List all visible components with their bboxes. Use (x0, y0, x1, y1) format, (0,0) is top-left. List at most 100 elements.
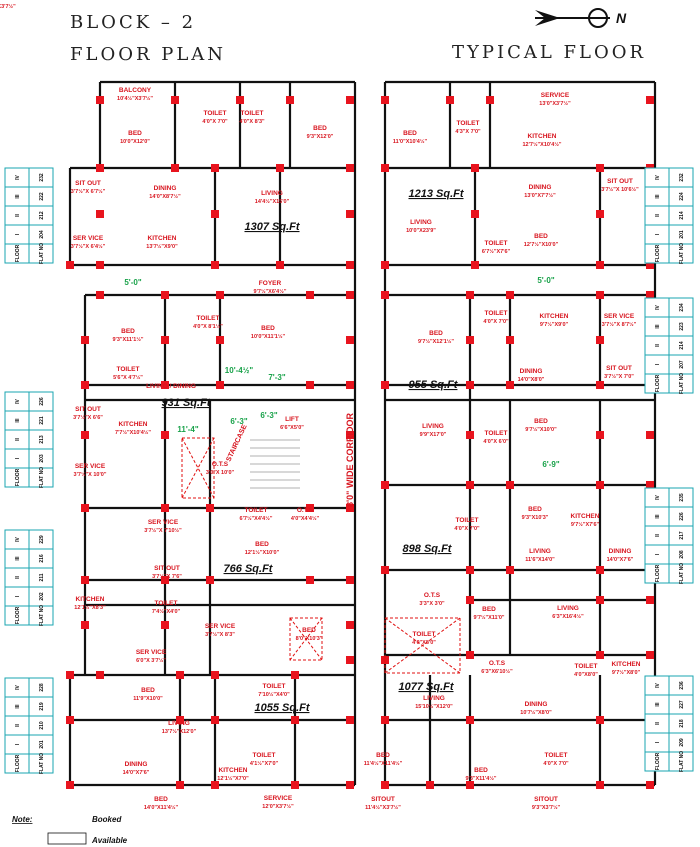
flat-table-cell: II (15, 214, 21, 217)
column-marker (96, 210, 104, 218)
room-dimension: 9'3"X11'4½" (465, 775, 496, 782)
column-marker (211, 210, 219, 218)
column-marker (596, 210, 604, 218)
flat-table-cell: 207 (679, 360, 685, 369)
flat-table-cell: IV (15, 536, 21, 541)
room-name: SER VICE (205, 623, 236, 630)
column-marker (96, 291, 104, 299)
room-dimension: 3'7½"X 8'3" (205, 631, 235, 638)
room-dimension: 5'6"X 4'7½" (113, 374, 143, 381)
flat-table-cell: III (15, 418, 21, 423)
room-name: TOILET (485, 430, 508, 437)
column-marker (596, 481, 604, 489)
column-marker (306, 576, 314, 584)
room-name: SIT OUT (606, 365, 632, 372)
column-marker (381, 96, 389, 104)
room-name: BED (534, 233, 548, 240)
unit-area: 1055 Sq.Ft (254, 702, 310, 714)
room-dimension: 4'0"X 7'0" (454, 526, 480, 532)
column-marker (161, 504, 169, 512)
room-name: DINING (525, 701, 548, 708)
flat-table-cell: I (655, 741, 661, 743)
room-name: SERVICE (541, 92, 570, 99)
flat-table-cell: FLOOR (15, 244, 21, 262)
flat-table-cell: FLOOR (655, 244, 661, 262)
column-marker (646, 96, 654, 104)
column-marker (646, 291, 654, 299)
room-name: BED (429, 330, 443, 337)
flat-table-cell: FLAT NO (679, 243, 685, 264)
flat-table-cell: IV (15, 398, 21, 403)
north-label: N (616, 10, 627, 26)
room-name: SER VICE (136, 649, 167, 656)
column-marker (286, 96, 294, 104)
column-marker (66, 261, 74, 269)
room-name: BALCONY (119, 87, 152, 94)
room-dimension: 9'7½"X6'4½" (254, 288, 287, 295)
flat-table-cell: III (655, 194, 661, 199)
column-marker (646, 431, 654, 439)
dimension-label: 6'-9" (542, 460, 559, 469)
column-marker (506, 481, 514, 489)
column-marker (96, 164, 104, 172)
column-marker (646, 481, 654, 489)
flat-table-cell: 209 (679, 738, 685, 747)
room-dimension: 10'4½"X3'7½" (117, 95, 153, 102)
room-name: KITCHEN (528, 133, 557, 140)
room-name: TOILET (155, 600, 178, 607)
flat-table-cell: 228 (39, 683, 45, 692)
flat-table-cell: 232 (679, 173, 685, 182)
staircase-label: STAIRCASE (225, 423, 248, 462)
room-dimension: 4'0"X8'0" (412, 640, 436, 646)
room-name: BED (261, 325, 275, 332)
dimension-label: 5'-0" (124, 278, 141, 287)
flat-table-cell: II (655, 214, 661, 217)
column-marker (426, 781, 434, 789)
column-marker (66, 671, 74, 679)
dimension-label: 6'-3" (260, 411, 277, 420)
room-dimension: 9'7½"X12'1½" (418, 338, 454, 345)
flat-table-cell: FLAT NO (679, 373, 685, 394)
room-dimension: 14'0"X7'6" (607, 557, 634, 563)
column-marker (596, 261, 604, 269)
room-name: SERVICE (264, 795, 293, 802)
columns (66, 96, 654, 789)
flat-table-cell: III (655, 324, 661, 329)
flat-table-cell: 216 (39, 554, 45, 563)
block-title: BLOCK – 2 (70, 12, 197, 33)
room-dimension: 8'0"X10'3" (296, 636, 323, 642)
flat-table-cell: 208 (679, 550, 685, 559)
flat-table-cell: 235 (679, 493, 685, 502)
room-name: BED (302, 627, 316, 634)
room-name: KITCHEN (119, 421, 148, 428)
flat-table-cell: FLAT NO (679, 563, 685, 584)
column-marker (646, 596, 654, 604)
column-marker (161, 431, 169, 439)
column-marker (306, 291, 314, 299)
room-name: SIT OUT (154, 565, 180, 572)
flat-table-cell: II (15, 576, 21, 579)
column-marker (471, 210, 479, 218)
room-dimension: 6'0"X 3'7½" (136, 657, 166, 664)
column-marker (471, 261, 479, 269)
column-marker (216, 336, 224, 344)
room-dimension: 3'7½"X 6'7½" (71, 188, 106, 195)
room-dimension: 9'7½"X7'6" (571, 521, 600, 528)
column-marker (596, 431, 604, 439)
room-dimension: 10'0"X23'9" (406, 228, 436, 234)
room-dimension: 6'7½"X7'6" (482, 248, 511, 255)
room-dimension: 4'0"X 7'0" (543, 761, 569, 767)
flat-table-cell: 202 (39, 592, 45, 601)
room-dimension: 11'0"X10'4½" (393, 138, 428, 145)
column-marker (206, 504, 214, 512)
flat-table-cell: 212 (39, 211, 45, 220)
room-name: TOILET (485, 310, 508, 317)
room-name: BED (534, 418, 548, 425)
column-marker (346, 576, 354, 584)
room-dimension: 4'0"X 7'0" (483, 319, 509, 325)
flat-table-cell: 224 (679, 192, 685, 201)
column-marker (306, 381, 314, 389)
room-dimension: 15'10½"X12'0" (415, 703, 453, 710)
